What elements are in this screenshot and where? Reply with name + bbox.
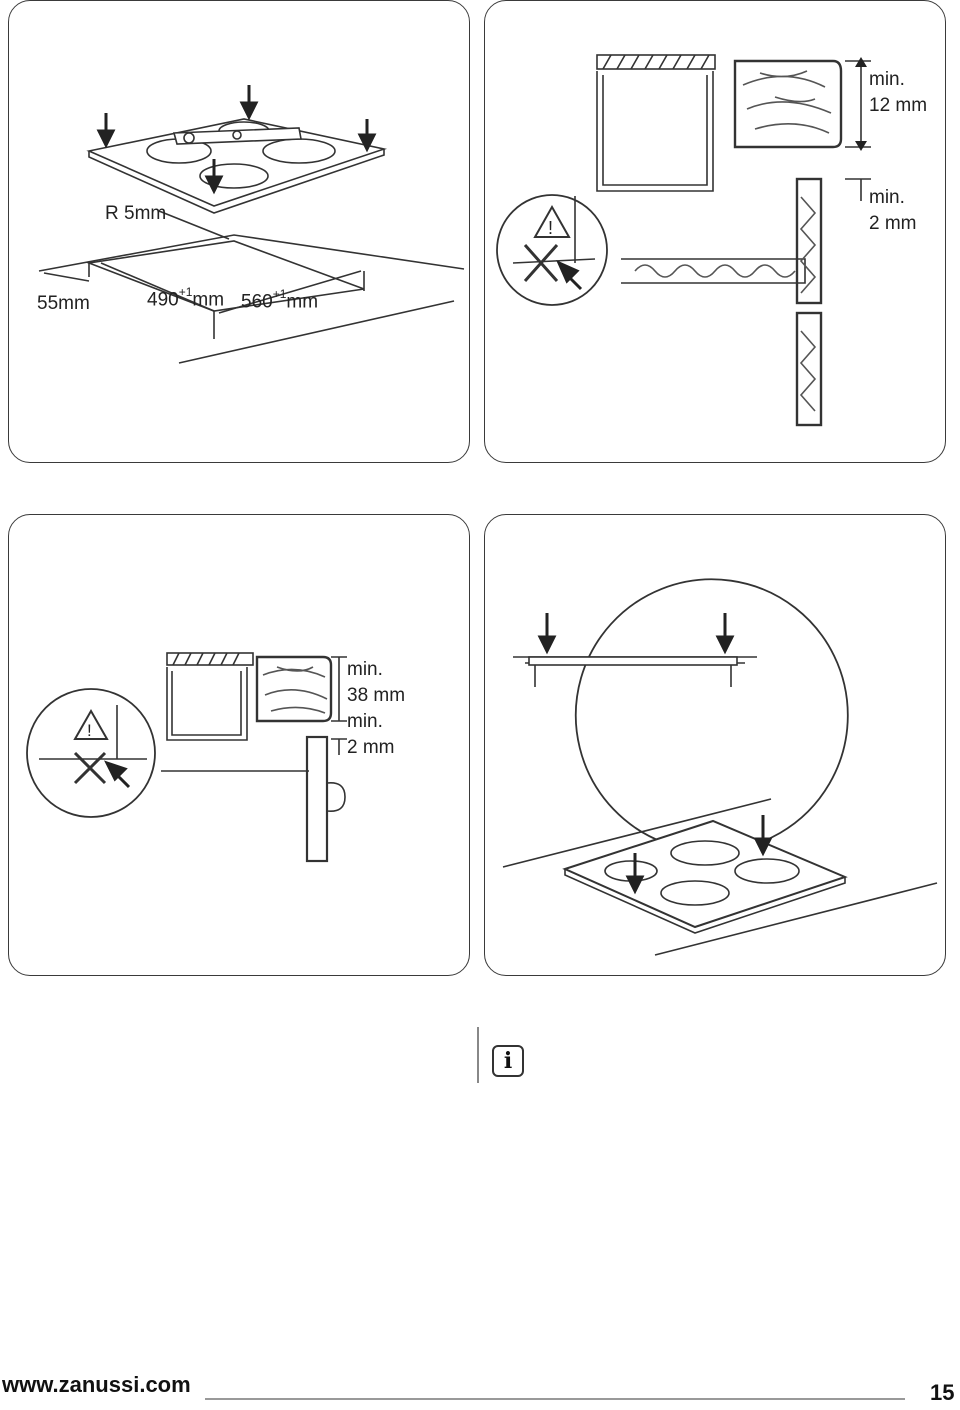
edge-distance-label: 55mm <box>37 293 90 314</box>
cooking-zone <box>670 840 740 866</box>
depth-dimension-label: 490+1mm <box>147 285 225 311</box>
exclamation-icon: ! <box>87 721 92 740</box>
wooden-worktop <box>255 655 333 723</box>
exclamation-icon: ! <box>548 218 553 238</box>
footer-website: www.zanussi.com <box>2 1372 191 1397</box>
side-panel <box>795 177 823 305</box>
cutout-dimensions-figure: R 5mm 55mm 490+1mm 560+1mm <box>8 0 470 463</box>
hob-placement-figure <box>484 514 946 976</box>
width-dimension-label: 560+1mm <box>241 287 319 313</box>
cooking-zone <box>734 858 800 884</box>
clearance-drawing: ! <box>496 54 871 427</box>
worktop-clearance-figure: ! min. 12 mm min. 2 mm <box>484 0 946 463</box>
min-label: min. <box>869 69 905 90</box>
footer-rule <box>205 1398 905 1400</box>
side-panel <box>795 311 823 427</box>
cooking-zone <box>199 163 269 189</box>
min-label: min. <box>347 711 383 732</box>
radius-label: R 5mm <box>105 203 167 224</box>
cooking-zone <box>660 880 730 906</box>
info-icon: i <box>492 1045 524 1077</box>
oven-clearance-drawing: ! <box>26 652 347 863</box>
oven-knob <box>326 781 346 813</box>
min-value-label: 2 mm <box>869 213 917 234</box>
warning-detail <box>496 194 608 306</box>
min-label: min. <box>347 659 383 680</box>
placement-drawing <box>502 578 938 956</box>
warning-icon <box>73 708 109 740</box>
hob-side-view <box>528 656 738 666</box>
warning-detail <box>26 688 156 818</box>
cutout-drawing <box>38 85 465 364</box>
hob-edge <box>596 54 716 70</box>
min-value-label: 2 mm <box>347 737 395 758</box>
wooden-worktop <box>733 59 843 149</box>
page-number: 15 <box>930 1380 955 1405</box>
min-value-label: 38 mm <box>347 685 406 706</box>
oven-side <box>305 735 329 863</box>
min-value-label: 12 mm <box>869 95 928 116</box>
cross-icon <box>523 244 559 282</box>
oven-clearance-figure: ! min. 38 mm min. 2 mm <box>8 514 470 976</box>
min-label: min. <box>869 187 905 208</box>
spirit-level <box>172 127 302 145</box>
warning-icon <box>533 204 571 238</box>
hob-edge <box>166 652 254 666</box>
info-divider <box>477 1027 479 1083</box>
cross-icon <box>73 751 107 785</box>
